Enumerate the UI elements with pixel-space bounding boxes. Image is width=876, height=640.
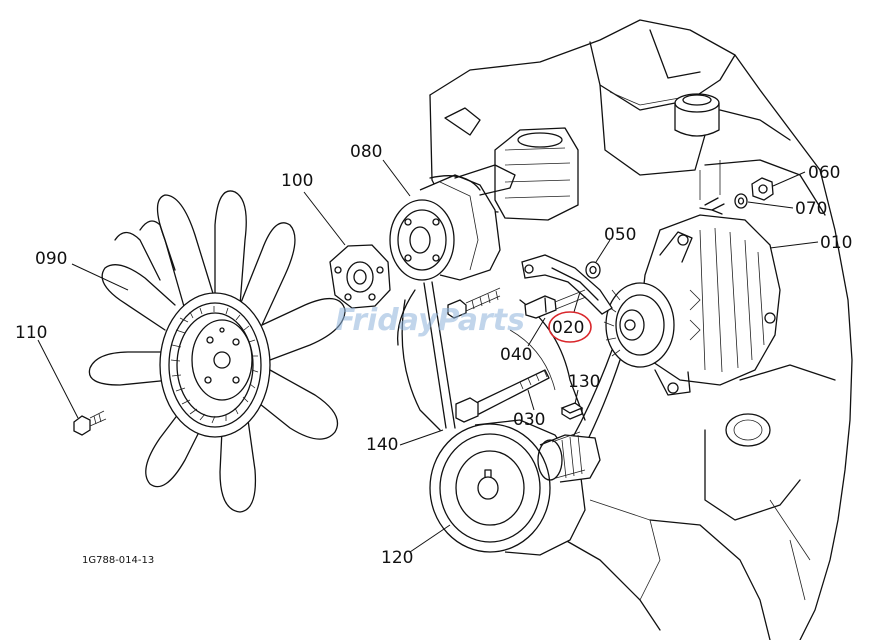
label-080: 080 [350, 142, 382, 162]
label-070: 070 [795, 199, 827, 219]
label-090: 090 [35, 249, 67, 269]
label-030: 030 [513, 410, 545, 430]
label-010: 010 [820, 233, 852, 253]
label-060: 060 [808, 163, 840, 183]
crank-pulley-120 [429, 419, 601, 556]
alternator-010 [603, 197, 781, 396]
watermark-text: FridayParts [335, 303, 525, 338]
spacer-050 [585, 261, 601, 279]
nut-060 [751, 177, 774, 201]
fan-spacer-100 [329, 244, 391, 309]
highlight-ring [548, 311, 592, 343]
label-110: 110 [15, 323, 47, 343]
label-040: 040 [500, 345, 532, 365]
leader-lines [37, 159, 819, 553]
pulley-bolt [447, 287, 501, 319]
key-130 [560, 402, 584, 420]
fan-090 [88, 190, 346, 513]
fan-bolt-110 [73, 410, 107, 436]
label-020: 020 [552, 318, 584, 338]
label-130: 130 [568, 372, 600, 392]
label-100: 100 [281, 171, 313, 191]
label-050: 050 [604, 225, 636, 245]
pivot-bolt-030 [455, 369, 550, 423]
adjusting-plate-020 [521, 254, 613, 315]
washer-070 [734, 193, 748, 209]
label-140: 140 [366, 435, 398, 455]
label-120: 120 [381, 548, 413, 568]
engine-block [401, 19, 853, 640]
reference-code: 1G788-014-13 [82, 555, 154, 566]
fan-pulley-080 [389, 164, 516, 281]
